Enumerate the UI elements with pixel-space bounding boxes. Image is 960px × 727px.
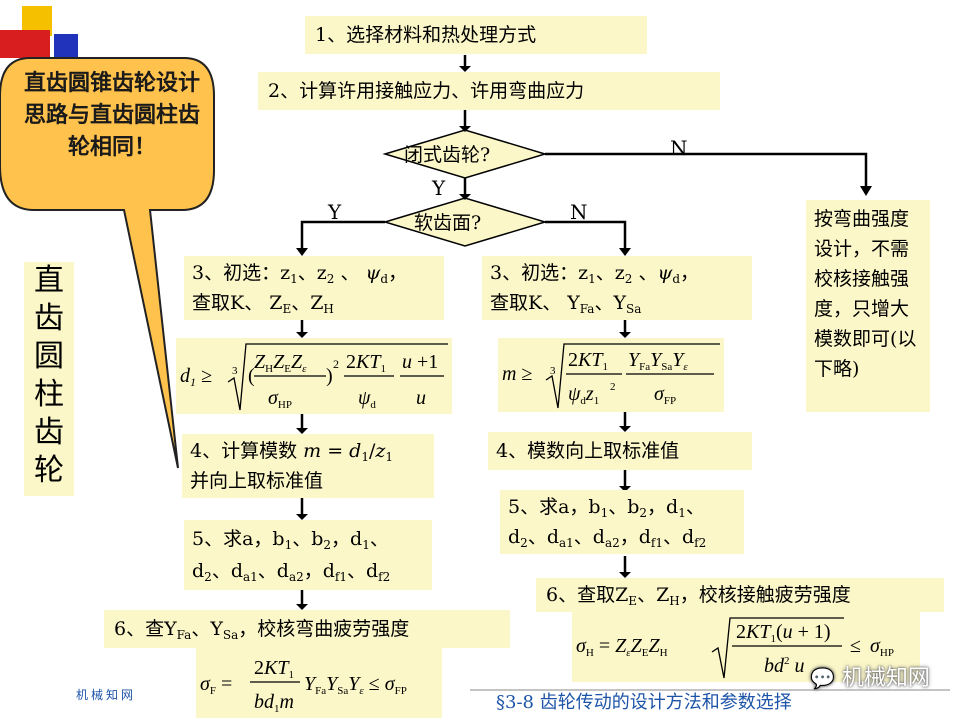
svg-text:3: 3 xyxy=(550,365,556,377)
svg-text:σHP: σHP xyxy=(268,387,292,411)
right-step-6-box: 6、查取ZE、ZH，校核接触疲劳强度 xyxy=(536,578,944,612)
svg-text:ZHZEZε: ZHZEZε xyxy=(254,351,307,375)
step-1-box: 1、选择材料和热处理方式 xyxy=(305,16,647,54)
svg-text:2: 2 xyxy=(333,357,339,371)
left-step-3-box: 3、初选：z1、z2 、 ψd， 查取K、 ZE、ZH xyxy=(184,256,444,320)
decision-soft-label: 软齿面? xyxy=(414,212,482,234)
svg-text:≤: ≤ xyxy=(850,635,861,657)
bending-design-label: 按弯曲强度设计，不需校核接触强度，只增大模数即可(以下略) xyxy=(814,208,917,380)
wechat-icon: 💬 xyxy=(810,666,835,690)
svg-text:2: 2 xyxy=(610,381,616,393)
deco-red-square xyxy=(0,30,50,58)
svg-text:2KT1(u + 1): 2KT1(u + 1) xyxy=(736,621,831,645)
svg-text:2KT1: 2KT1 xyxy=(254,657,294,681)
footer-section-title: §3-8 齿轮传动的设计方法和参数选择 xyxy=(496,692,792,713)
sigma-h-formula: σH = ZεZEZH 2KT1(u + 1) bd2 u ≤ σHP xyxy=(576,617,894,679)
right-step-3-line2: 查取K、 YFa、YSa xyxy=(490,292,642,316)
left-step-3-line1: 3、初选：z1、z2 、 ψd， xyxy=(192,262,408,286)
svg-text:σF =: σF = xyxy=(200,673,232,697)
watermark: 💬 机械知网 xyxy=(810,660,930,692)
right-step-3-line1: 3、初选：z1、z2 、ψd， xyxy=(490,262,700,286)
yes-label-soft: Y xyxy=(328,200,342,224)
left-step-6-label: 6、查YFa、YSa，校核弯曲疲劳强度 xyxy=(114,618,410,642)
yes-label-closed: Y xyxy=(432,176,446,200)
right-step-4-box: 4、模数向上取标准值 xyxy=(488,432,752,470)
connector-lines xyxy=(300,55,868,606)
left-step-3-line2: 查取K、 ZE、ZH xyxy=(192,292,334,316)
svg-text:u: u xyxy=(416,387,426,409)
right-step-5-line2: d2、da1、da2，df1、df2 xyxy=(508,526,707,550)
vertical-title: 直齿圆柱齿轮 xyxy=(24,262,74,496)
arrow-heads xyxy=(296,66,872,610)
step-1-label: 1、选择材料和热处理方式 xyxy=(315,24,537,46)
right-step-5-box: 5、求a，b1、b2，d1、 d2、da1、da2，df1、df2 xyxy=(500,490,744,554)
d1-formula: d1 ≥ 3 ( ZHZEZε σHP ) 2 2KT1 ψd u +1 u xyxy=(180,343,448,411)
right-step-4-label: 4、模数向上取标准值 xyxy=(496,440,680,462)
svg-text:(: ( xyxy=(248,365,255,387)
decision-closed-label: 闭式齿轮? xyxy=(404,144,491,166)
left-step-4-box: 4、计算模数 m = d1/z1 并向上取标准值 xyxy=(182,434,434,498)
m-formula: m ≥ 3 2KT1 ψdz1 2 YFaYSaYε σFP xyxy=(502,343,720,409)
left-step-4-line2: 并向上取标准值 xyxy=(190,470,324,492)
svg-text:ψd: ψd xyxy=(358,387,376,411)
svg-text:σFP: σFP xyxy=(654,383,676,407)
svg-text:σHP: σHP xyxy=(870,635,894,659)
left-step-6-box: 6、查YFa、YSa，校核弯曲疲劳强度 xyxy=(104,610,510,648)
right-formula-box: m ≥ 3 2KT1 ψdz1 2 YFaYSaYε σFP xyxy=(498,338,724,412)
svg-text:3: 3 xyxy=(232,365,238,377)
right-step-6-label: 6、查取ZE、ZH，校核接触疲劳强度 xyxy=(546,584,851,608)
deco-blue-square xyxy=(54,34,78,58)
svg-text:): ) xyxy=(326,365,333,387)
no-label-closed: N xyxy=(670,136,688,160)
right-step-5-line1: 5、求a，b1、b2，d1、 xyxy=(508,496,705,520)
sigma-f-formula: σF = 2KT1 bd1m YFaYSaYε ≤ σFP xyxy=(200,657,407,715)
svg-text:ψdz1: ψdz1 xyxy=(568,383,599,407)
bending-design-box: 按弯曲强度设计，不需校核接触强度，只增大模数即可(以下略) xyxy=(806,200,930,412)
svg-text:bd1m: bd1m xyxy=(254,691,294,715)
svg-text:2KT1: 2KT1 xyxy=(346,351,386,375)
right-formula-bottom-box: σH = ZεZEZH 2KT1(u + 1) bd2 u ≤ σHP xyxy=(572,612,920,682)
svg-text:d1 ≥: d1 ≥ xyxy=(180,365,212,389)
callout-text: 直齿圆锥齿轮设计思路与直齿圆柱齿轮相同！ xyxy=(23,71,200,160)
footer-left-brand: 机械知网 xyxy=(76,688,137,702)
svg-text:bd2 u: bd2 u xyxy=(764,655,805,677)
no-label-soft: N xyxy=(570,200,588,224)
left-step-4-line1: 4、计算模数 m = d1/z1 xyxy=(190,440,394,464)
right-step-3-box: 3、初选：z1、z2 、ψd， 查取K、 YFa、YSa xyxy=(482,256,752,320)
left-formula-bottom-box: σF = 2KT1 bd1m YFaYSaYε ≤ σFP xyxy=(196,648,442,718)
left-formula-box: d1 ≥ 3 ( ZHZEZε σHP ) 2 2KT1 ψd u +1 u xyxy=(176,338,452,414)
svg-text:σH = ZεZEZH: σH = ZεZEZH xyxy=(576,635,668,659)
left-step-5-line1: 5、求a，b1、b2，d1、 xyxy=(192,528,389,552)
svg-text:u +1: u +1 xyxy=(402,351,438,373)
left-step-5-box: 5、求a，b1、b2，d1、 d2、da1、da2，df1、df2 xyxy=(184,520,432,590)
step-2-box: 2、计算许用接触应力、许用弯曲应力 xyxy=(258,72,720,110)
svg-text:YFaYSaYε: YFaYSaYε xyxy=(628,349,688,373)
watermark-text: 机械知网 xyxy=(841,666,930,691)
svg-text:2KT1: 2KT1 xyxy=(568,349,608,373)
svg-text:YFaYSaYε ≤ σFP: YFaYSaYε ≤ σFP xyxy=(304,673,407,697)
svg-text:m ≥: m ≥ xyxy=(502,363,532,385)
step-2-label: 2、计算许用接触应力、许用弯曲应力 xyxy=(268,80,585,102)
left-step-5-line2: d2、da1、da2，df1、df2 xyxy=(192,560,391,584)
callout-bubble xyxy=(0,57,215,469)
